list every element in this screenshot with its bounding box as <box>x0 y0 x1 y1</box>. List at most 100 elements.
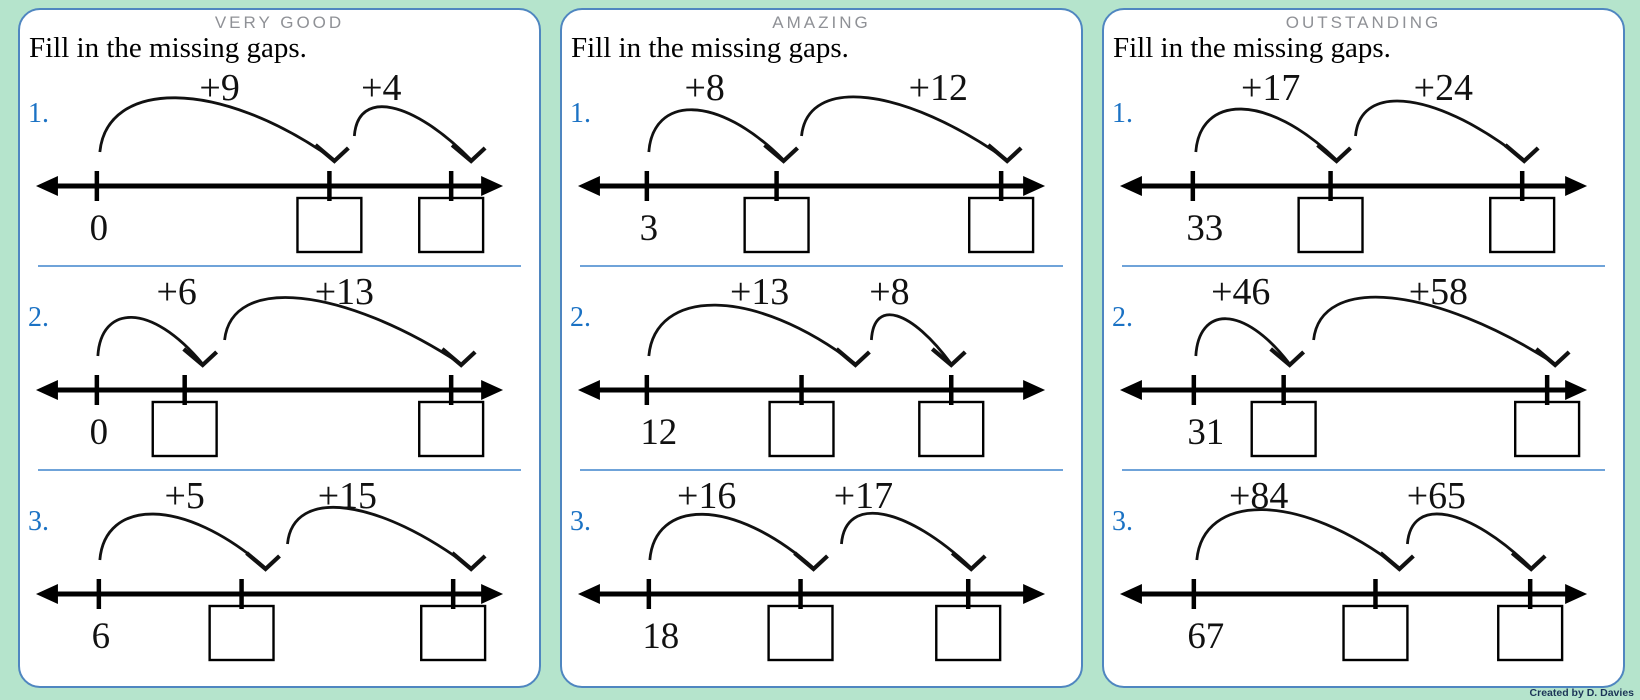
jump-label: +13 <box>315 271 374 313</box>
answer-box[interactable] <box>935 604 1002 662</box>
jump-arrowhead-icon <box>1379 551 1415 572</box>
jump-label: +84 <box>1229 475 1288 517</box>
problem-divider <box>38 265 521 267</box>
answer-box[interactable] <box>420 604 487 662</box>
number-line-left-arrow-icon <box>1119 380 1142 400</box>
number-line-figure: 1.+8+123 <box>570 67 1046 254</box>
jump-arrowhead-icon <box>986 143 1023 164</box>
answer-box[interactable] <box>151 400 218 458</box>
number-line-left-arrow-icon <box>35 380 58 400</box>
answer-box[interactable] <box>743 196 810 254</box>
number-line-right-arrow-icon <box>481 584 504 604</box>
answer-box[interactable] <box>1297 196 1364 254</box>
worksheet-card-outstanding: OUTSTANDING Fill in the missing gaps. 1.… <box>1102 8 1625 688</box>
jump-arc <box>647 108 785 161</box>
jump-label: +6 <box>157 271 197 313</box>
jump-arc <box>98 96 336 162</box>
problem-number: 3. <box>28 506 49 537</box>
jump-label: +13 <box>730 271 789 313</box>
number-line-right-arrow-icon <box>1565 584 1588 604</box>
jump-arc <box>1406 512 1533 570</box>
jump-arrowhead-icon <box>182 347 219 368</box>
difficulty-badge: OUTSTANDING <box>1285 13 1442 32</box>
jump-arrowhead-icon <box>440 347 477 368</box>
worksheet-card-amazing: AMAZING Fill in the missing gaps. 1.+8+1… <box>560 8 1083 688</box>
jump-arc <box>96 316 204 365</box>
number-line-left-arrow-icon <box>577 584 600 604</box>
number-line-right-arrow-icon <box>1023 176 1046 196</box>
problem-row: 3. +5 +15 6 <box>20 472 539 672</box>
jump-label: +24 <box>1414 67 1473 109</box>
problem-divider <box>580 469 1063 471</box>
number-line-left-arrow-icon <box>577 176 600 196</box>
jump-arc <box>1194 317 1291 365</box>
jump-label: +12 <box>909 67 968 109</box>
jump-arc <box>1354 99 1526 162</box>
start-number: 0 <box>90 207 108 248</box>
answer-box[interactable] <box>1514 400 1581 458</box>
answer-box[interactable] <box>1489 196 1556 254</box>
jump-arc <box>1194 107 1338 162</box>
start-number: 0 <box>90 411 108 452</box>
jump-arrowhead-icon <box>930 347 967 368</box>
answer-box[interactable] <box>208 604 275 662</box>
number-line-left-arrow-icon <box>35 176 58 196</box>
jump-label: +17 <box>834 475 893 517</box>
start-number: 6 <box>92 615 110 656</box>
problem-number: 3. <box>1112 506 1133 537</box>
problem-number: 1. <box>570 98 591 129</box>
jump-arc <box>1312 295 1556 366</box>
number-line-right-arrow-icon <box>1023 584 1046 604</box>
answer-box[interactable] <box>918 400 985 458</box>
answer-box[interactable] <box>1497 604 1564 662</box>
jump-arrowhead-icon <box>1510 551 1547 572</box>
number-line-right-arrow-icon <box>481 176 504 196</box>
jump-label: +5 <box>165 475 205 517</box>
answer-box[interactable] <box>968 196 1035 254</box>
start-number: 18 <box>642 615 679 656</box>
start-number: 12 <box>640 411 677 452</box>
difficulty-badge: VERY GOOD <box>214 13 345 32</box>
answer-box[interactable] <box>418 196 485 254</box>
answer-box[interactable] <box>1250 400 1317 458</box>
start-number: 33 <box>1186 207 1223 248</box>
jump-label: +8 <box>685 67 725 109</box>
answer-box[interactable] <box>296 196 363 254</box>
answer-box[interactable] <box>767 604 834 662</box>
answer-box[interactable] <box>1342 604 1409 662</box>
number-line-figure: 3. +5 +15 6 <box>28 475 504 662</box>
jump-arc <box>870 313 953 365</box>
jump-arrowhead-icon <box>450 551 487 572</box>
number-line-right-arrow-icon <box>1023 380 1046 400</box>
page-title: Fill in the missing gaps. <box>1113 32 1391 64</box>
number-line-left-arrow-icon <box>1119 176 1142 196</box>
difficulty-badge: AMAZING <box>772 13 871 32</box>
answer-box[interactable] <box>418 400 485 458</box>
jump-label: +15 <box>318 475 377 517</box>
number-line-left-arrow-icon <box>577 380 600 400</box>
jump-label: +4 <box>361 67 401 109</box>
start-number: 67 <box>1187 615 1224 656</box>
jump-label: +46 <box>1211 271 1270 313</box>
problem-number: 2. <box>570 302 591 333</box>
problem-divider <box>38 469 521 471</box>
jump-arc <box>840 511 973 570</box>
problem-divider <box>580 265 1063 267</box>
answer-box[interactable] <box>768 400 835 458</box>
jump-arrowhead-icon <box>763 143 799 164</box>
jump-label: +9 <box>199 67 239 109</box>
jump-arc <box>352 105 473 161</box>
jump-arc <box>98 512 267 570</box>
number-line-figure: 2.+6+130 <box>28 271 504 458</box>
start-number: 31 <box>1187 411 1224 452</box>
jump-label: +58 <box>1409 271 1468 313</box>
